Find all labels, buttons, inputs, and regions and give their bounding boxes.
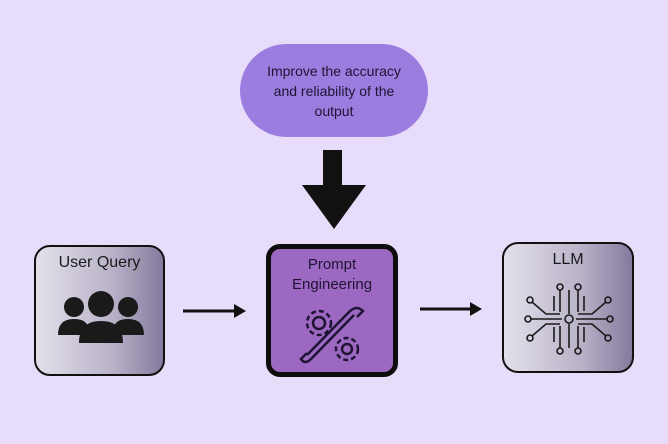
gear-wrench-icon bbox=[299, 306, 365, 364]
users-icon bbox=[58, 291, 144, 343]
llm-label: LLM bbox=[552, 251, 584, 268]
llm-node: LLM bbox=[502, 242, 634, 373]
prompt-label-line1: Prompt bbox=[307, 256, 357, 273]
goal-text: Improve the accuracy and reliability of … bbox=[267, 62, 401, 119]
user-query-label: User Query bbox=[58, 254, 141, 271]
prompt-engineering-node: Prompt Engineering bbox=[266, 244, 398, 377]
goal-node: Improve the accuracy and reliability of … bbox=[240, 44, 428, 137]
prompt-label-line2: Engineering bbox=[291, 276, 373, 293]
arrow-query-to-prompt bbox=[183, 304, 246, 318]
arrow-prompt-to-llm bbox=[420, 302, 482, 316]
circuit-chip-icon bbox=[524, 283, 614, 355]
user-query-node: User Query bbox=[34, 245, 165, 376]
